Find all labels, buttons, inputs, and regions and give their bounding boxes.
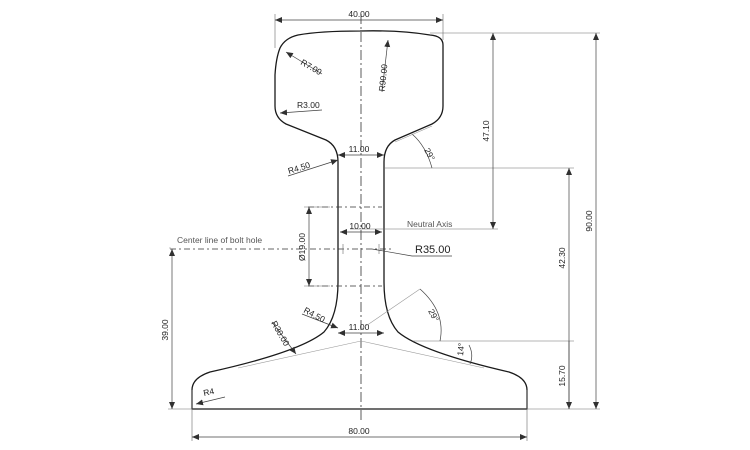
base-slope-construction-line [237,340,362,369]
lower-fillet-radius-label: R4.50 [302,305,327,325]
head-crown-radius-label: R90.00 [377,63,390,92]
base-slope-construction-line [360,340,485,369]
web-radius-label: R35.00 [415,244,450,256]
head-side-radius-leader [279,109,323,116]
base-topside-angle-label: 29° [426,307,441,323]
base-topside-angle-ray [359,288,421,331]
base-fillet-radius-leader [271,321,297,355]
web-upper-width-label: 11.00 [349,144,370,154]
head-crown-radius-leader [381,39,391,93]
web-center-width-label: 10.00 [349,221,371,231]
base-thickness-label: 15.70 [557,365,567,387]
head-underside-angle-label: 29° [422,146,437,162]
base-edge-radius-label: R4 [202,386,215,398]
upper-fillet-radius-leader [287,159,339,177]
base-slope-angle-arc [468,344,473,365]
base-edge-radius-leader [195,396,226,406]
head-underside-angle-arc [411,133,433,169]
base-fillet-radius-label: R30.00 [269,319,292,348]
base-width-label: 80.00 [348,426,370,436]
head-corner-radius-leader [285,51,323,75]
head-underside-angle-ray [394,125,433,143]
bolt-hole-centerline-label: Center line of bolt hole [177,235,262,245]
total-height-label: 90.00 [584,210,594,232]
base-topside-angle-arc [419,288,442,342]
lower-fillet-radius-leader [301,313,339,329]
upper-fillet-radius-label: R4.50 [287,160,312,176]
bolt-hole-height-label: 39.00 [160,319,170,341]
rail-profile-outline [191,30,528,410]
web-lower-width-label: 11.00 [349,322,370,332]
head-side-radius-label: R3.00 [297,100,320,110]
web-radius-leader [371,248,413,257]
neutral-axis-label: Neutral Axis [407,219,452,229]
base-slope-angle-label: 14° [455,342,466,356]
bolt-hole-diameter-label: Ø19.00 [297,233,307,261]
head-to-neutral-axis-label: 47.10 [481,120,491,142]
head-width-label: 40.00 [348,9,370,19]
neutral-axis-to-base-label: 42.30 [557,247,567,269]
